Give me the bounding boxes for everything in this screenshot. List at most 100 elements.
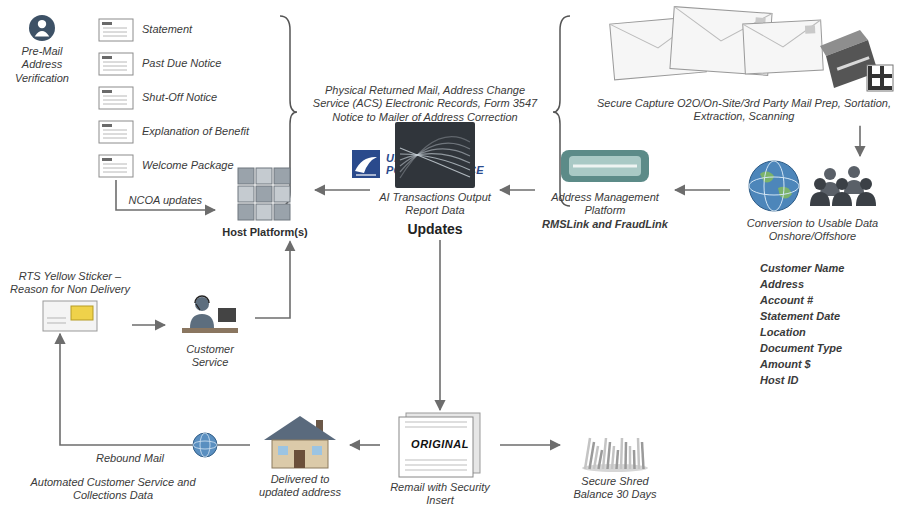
qr-cell [888, 74, 892, 78]
sheet-line [405, 460, 467, 461]
sheet-line [405, 422, 467, 423]
icon-node: Pre-Mail Address Verification [6, 12, 78, 87]
agent-body [190, 314, 214, 328]
doc-line [103, 70, 127, 71]
shred-strip [624, 442, 627, 469]
envelope-flap [743, 20, 822, 49]
doc-header [102, 158, 112, 161]
address-line [47, 317, 66, 318]
flow-arrow [500, 189, 535, 191]
qr-ground [867, 65, 893, 91]
node-text: RMSLink and FraudLink [537, 218, 673, 231]
qr-cell [884, 74, 888, 78]
icon-body [35, 31, 50, 36]
node-text: Remail with Security Insert [382, 481, 498, 508]
shred-strip [642, 442, 644, 469]
scanner-slot [837, 56, 870, 70]
doc-line [103, 32, 127, 33]
node-text: RTS Yellow Sticker – Reason for Non Deli… [10, 270, 130, 297]
person-body [832, 192, 852, 206]
node-text: Past Due Notice [142, 57, 274, 70]
data-field: Location [760, 326, 900, 339]
icon-node: Statement [96, 16, 276, 44]
doc-line [103, 104, 127, 105]
agent-head [195, 297, 209, 311]
person-head [824, 168, 836, 180]
globe-symbol [193, 433, 217, 457]
flow-arrow [439, 240, 441, 410]
sheet-line [405, 465, 467, 466]
shred-strip [621, 438, 622, 469]
envelope-stamp [805, 25, 815, 34]
platform-face [569, 156, 641, 176]
flow-arrow [675, 189, 730, 191]
platform-cell [274, 204, 290, 220]
document-figure: ORIGINAL [397, 412, 483, 478]
headset [195, 296, 209, 303]
desk [182, 328, 238, 333]
qr-cell [872, 74, 876, 78]
envelope [743, 20, 824, 74]
node-text: Address Management Platform [537, 191, 673, 218]
platform-cell [238, 168, 254, 184]
doc-sheet [99, 53, 133, 75]
node-text: Secure Shred Balance 30 Days [562, 475, 668, 502]
flow-arrow [255, 241, 290, 318]
grid-icon [237, 167, 293, 223]
note-label: Automated Customer Service and Collectio… [28, 476, 198, 502]
node-text: Conversion to Usable Data Onshore/Offsho… [732, 217, 893, 244]
doc-line [103, 138, 127, 139]
doc-line [103, 134, 127, 135]
doc-header [102, 22, 112, 25]
data-field: Account # [760, 294, 900, 307]
doc-sheet [99, 87, 133, 109]
platform-cell [274, 186, 290, 202]
shred-strip [617, 450, 619, 469]
qr-cell [876, 86, 880, 90]
front-sheet [399, 417, 473, 477]
node-row: Explanation of Benefit [98, 120, 274, 144]
doc-line [103, 172, 127, 173]
qr-cell [880, 70, 884, 74]
person-icon [28, 14, 56, 42]
qr-cell [868, 66, 872, 70]
platform-base [561, 150, 649, 182]
qr-cell [872, 86, 876, 90]
icon-disc [29, 15, 55, 41]
icon-node: Secure Capture O2O/On-Site/3rd Party Mai… [590, 4, 898, 126]
door [294, 450, 305, 468]
doc-line [103, 168, 127, 169]
eagle-icon [352, 150, 380, 178]
node-text-column: Past Due Notice [142, 57, 274, 70]
globe-meridian [764, 161, 784, 211]
doc-sheet [99, 121, 133, 143]
doc-sheet [99, 19, 133, 41]
envelope-body [743, 20, 824, 74]
icon-node: Host Platform(s) [215, 165, 315, 241]
data-field: Host ID [760, 374, 900, 387]
node-row: Statement [98, 18, 274, 42]
flow-arrow [116, 180, 215, 210]
address-line [47, 322, 66, 323]
conv-icon [738, 158, 888, 214]
doc-line [103, 130, 127, 131]
shred-strip [603, 438, 606, 469]
icon-node: ORIGINAL Remail with Security Insert [380, 410, 500, 510]
qr-cell [868, 86, 872, 90]
platform-cell [238, 186, 254, 202]
flow-arrow [315, 189, 370, 191]
sheet-line [405, 427, 467, 428]
scanner-body [826, 40, 878, 88]
usps-mark [352, 150, 380, 178]
report-swirl [400, 137, 470, 178]
envelope-body [43, 301, 97, 331]
node-text: Pre-Mail Address Verification [8, 45, 76, 85]
node-text-column: Statement [142, 23, 274, 36]
qr-cell [888, 86, 892, 90]
qr-cell [868, 82, 872, 86]
data-field: Address [760, 278, 900, 291]
node-text: AI Transactions Output Report Data [372, 191, 498, 218]
qr-cell [880, 82, 884, 86]
shred-strip [612, 446, 614, 469]
window [278, 446, 288, 455]
